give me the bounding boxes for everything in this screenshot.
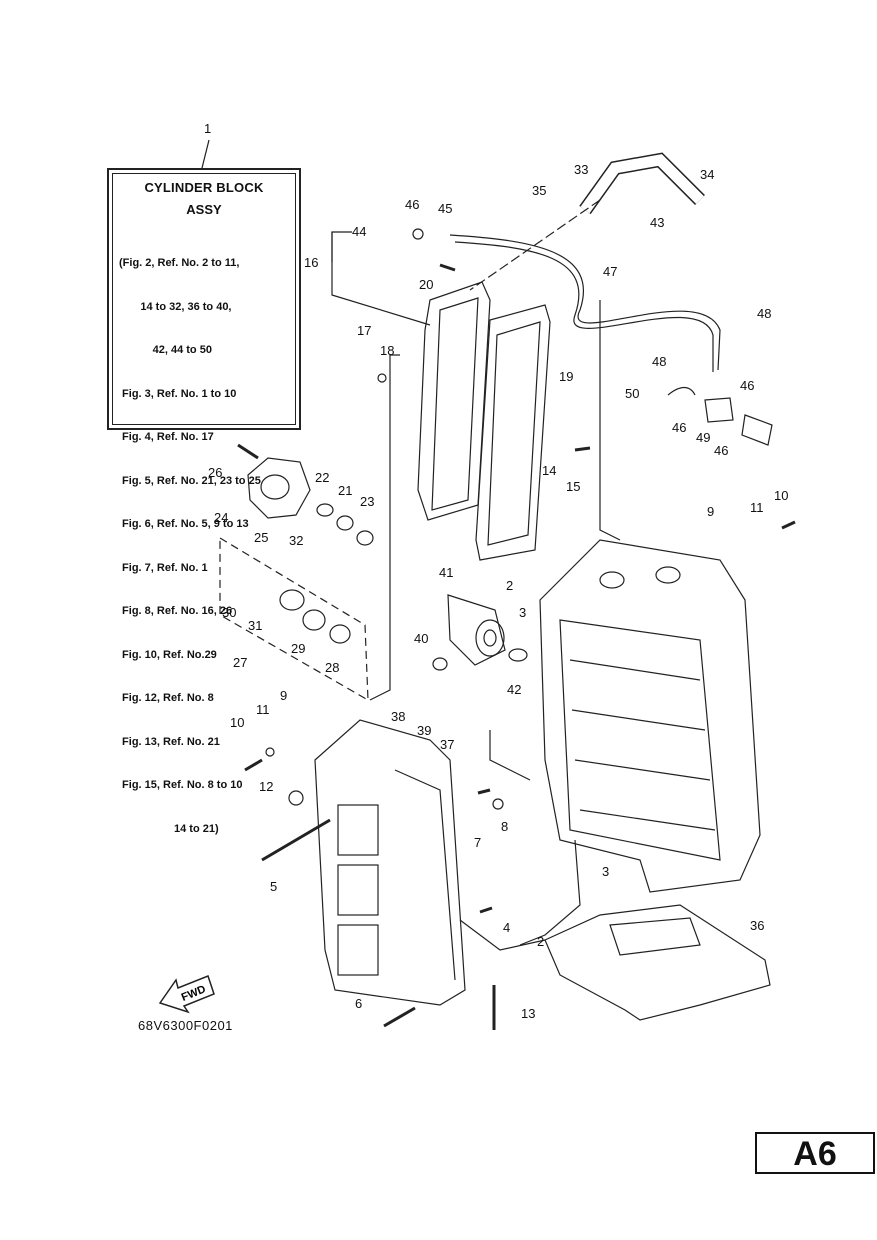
legend-line: Fig. 15, Ref. No. 8 to 10 <box>119 779 243 791</box>
callout-35: 35 <box>532 183 546 198</box>
callout-47: 47 <box>603 264 617 279</box>
callout-49: 49 <box>696 430 710 445</box>
callout-39: 39 <box>417 723 431 738</box>
legend-reference-list: (Fig. 2, Ref. No. 2 to 11, 14 to 32, 36 … <box>119 227 261 865</box>
callout-4: 4 <box>503 920 510 935</box>
callout-50: 50 <box>625 386 639 401</box>
callout-9: 9 <box>280 688 287 703</box>
gasket-part <box>544 904 771 1021</box>
legend-line: Fig. 12, Ref. No. 8 <box>119 692 214 704</box>
callout-2: 2 <box>506 578 513 593</box>
callout-13: 13 <box>521 1006 535 1021</box>
callout-6: 6 <box>355 996 362 1011</box>
callout-36: 36 <box>750 918 764 933</box>
callout-9: 9 <box>707 504 714 519</box>
legend-line: Fig. 8, Ref. No. 16, 26 <box>119 605 233 617</box>
callout-24: 24 <box>214 510 228 525</box>
fwd-arrow-icon: FWD <box>158 975 215 1014</box>
callout-38: 38 <box>391 709 405 724</box>
callout-37: 37 <box>440 737 454 752</box>
callout-10: 10 <box>774 488 788 503</box>
legend-title: CYLINDER BLOCK <box>144 180 264 195</box>
callout-46: 46 <box>672 420 686 435</box>
callout-18: 18 <box>380 343 394 358</box>
exhaust-cover-part <box>417 281 551 561</box>
diagram-code: 68V6300F0201 <box>138 1018 233 1033</box>
callout-48: 48 <box>757 306 771 321</box>
callout-12: 12 <box>259 779 273 794</box>
callout-28: 28 <box>325 660 339 675</box>
callout-11: 11 <box>256 702 270 717</box>
legend-line: 14 to 21) <box>119 822 219 835</box>
callout-3: 3 <box>602 864 609 879</box>
callout-34: 34 <box>700 167 714 182</box>
callout-45: 45 <box>438 201 452 216</box>
callout-33: 33 <box>574 162 588 177</box>
legend-line: Fig. 10, Ref. No.29 <box>119 648 217 661</box>
callout-25: 25 <box>254 530 268 545</box>
callout-30: 30 <box>222 605 236 620</box>
callout-11: 11 <box>750 500 764 515</box>
callout-31: 31 <box>248 618 262 633</box>
callout-44: 44 <box>352 224 366 239</box>
callout-2: 2 <box>537 934 544 949</box>
callout-22: 22 <box>315 470 329 485</box>
callout-10: 10 <box>230 715 244 730</box>
legend-subtitle: ASSY <box>186 202 222 217</box>
legend-line: Fig. 7, Ref. No. 1 <box>119 561 208 574</box>
callout-1: 1 <box>204 121 211 136</box>
callout-3: 3 <box>519 605 526 620</box>
oil-filter-part <box>447 594 506 666</box>
legend-line: (Fig. 2, Ref. No. 2 to 11, <box>119 257 240 269</box>
callout-8: 8 <box>501 819 508 834</box>
legend-line: 42, 44 to 50 <box>119 344 212 356</box>
callout-46: 46 <box>714 443 728 458</box>
callout-32: 32 <box>289 533 303 548</box>
crankcase-part <box>539 539 761 893</box>
legend-box: CYLINDER BLOCK ASSY (Fig. 2, Ref. No. 2 … <box>107 168 301 835</box>
callout-21: 21 <box>338 483 352 498</box>
callout-48: 48 <box>652 354 666 369</box>
callout-43: 43 <box>650 215 664 230</box>
thermostat-cover-part <box>247 457 311 519</box>
callout-5: 5 <box>270 879 277 894</box>
legend-line: 14 to 32, 36 to 40, <box>119 300 232 313</box>
callout-17: 17 <box>357 323 371 338</box>
page-label-box: A6 <box>755 1132 875 1174</box>
callout-46: 46 <box>740 378 754 393</box>
legend-inner-frame: CYLINDER BLOCK ASSY (Fig. 2, Ref. No. 2 … <box>112 173 296 835</box>
callout-16: 16 <box>304 255 318 270</box>
cylinder-block-part <box>314 719 466 1006</box>
legend-line: Fig. 13, Ref. No. 21 <box>119 735 220 748</box>
legend-line: Fig. 4, Ref. No. 17 <box>119 431 214 443</box>
callout-40: 40 <box>414 631 428 646</box>
legend-line: Fig. 3, Ref. No. 1 to 10 <box>119 387 237 400</box>
callout-27: 27 <box>233 655 247 670</box>
legend-line: Fig. 5, Ref. No. 21, 23 to 25 <box>119 474 261 487</box>
callout-19: 19 <box>559 369 573 384</box>
callout-20: 20 <box>419 277 433 292</box>
callout-26: 26 <box>208 465 222 480</box>
callout-15: 15 <box>566 479 580 494</box>
page-label: A6 <box>793 1135 837 1173</box>
callout-42: 42 <box>507 682 521 697</box>
callout-14: 14 <box>542 463 556 478</box>
callout-7: 7 <box>474 835 481 850</box>
callout-29: 29 <box>291 641 305 656</box>
callout-46: 46 <box>405 197 419 212</box>
callout-41: 41 <box>439 565 453 580</box>
legend-line: Fig. 6, Ref. No. 5, 9 to 13 <box>119 518 249 530</box>
callout-23: 23 <box>360 494 374 509</box>
